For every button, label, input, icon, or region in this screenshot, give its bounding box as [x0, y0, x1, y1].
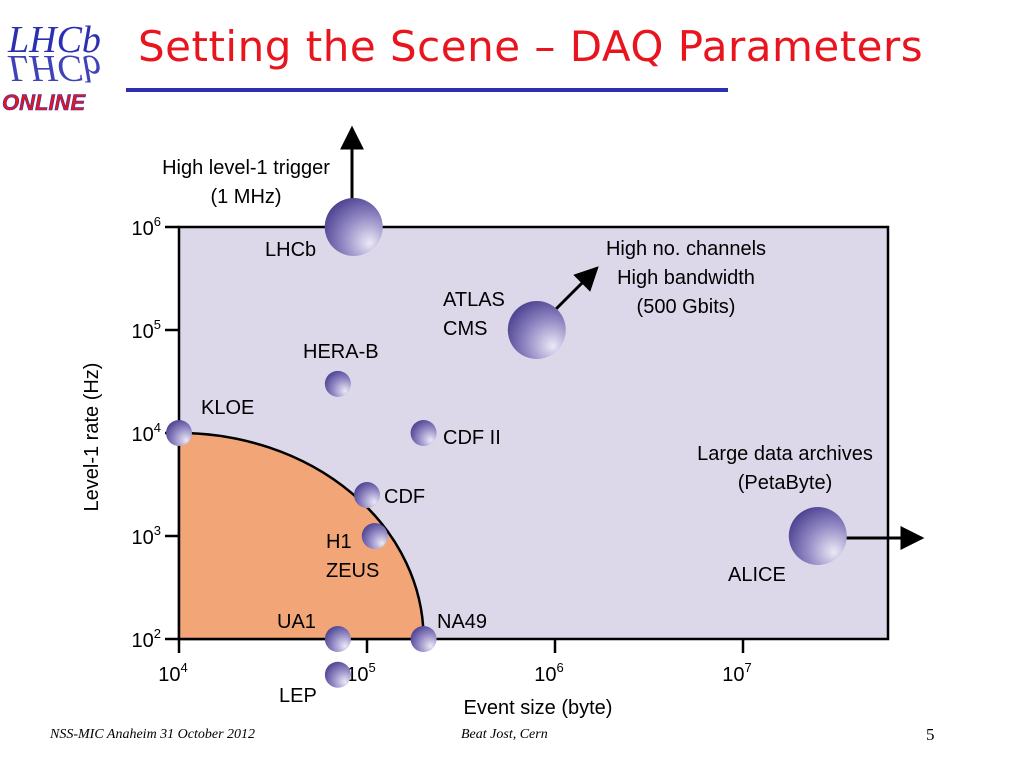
- annotation-lhcb: LHCb: [265, 239, 316, 261]
- logo-text-bottom: ONLINE: [2, 90, 86, 114]
- annotation-cdf2: CDF II: [443, 427, 501, 449]
- annotation-archives: Large data archives(PetaByte): [697, 443, 873, 494]
- footer-conference: NSS-MIC Anaheim 31 October 2012: [50, 727, 256, 742]
- footer-author: Beat Jost, Cern: [461, 727, 548, 742]
- y-tick-label: 103: [132, 523, 161, 549]
- y-tick-label: 106: [132, 214, 161, 240]
- point-kloe: [166, 420, 192, 446]
- point-na49: [410, 626, 437, 652]
- logo-text-mirrored: LHCb: [7, 47, 101, 89]
- slide-title: Setting the Scene – DAQ Parameters: [138, 22, 924, 71]
- annotation-kloe: KLOE: [201, 397, 254, 419]
- point-lep: [324, 661, 351, 688]
- point-cdf: [354, 482, 380, 509]
- point-hera-b: [324, 370, 351, 397]
- point-ua1: [324, 626, 351, 652]
- low-rate-region: [177, 431, 425, 641]
- arrow-up-right-bandwidth: [553, 266, 599, 312]
- annotation-na49: NA49: [437, 611, 487, 633]
- logo-text-top: LHCb: [7, 19, 101, 61]
- point-alice: [788, 507, 847, 565]
- y-axis-label: Level-1 rate (Hz): [81, 363, 103, 512]
- annotation-alice: ALICE: [728, 564, 786, 586]
- lhcb-online-logo: LHCb LHCb ONLINE: [0, 0, 124, 114]
- annotation-cdf: CDF: [384, 486, 425, 508]
- page-number: 5: [926, 725, 935, 744]
- x-tick-label: 106: [534, 660, 563, 686]
- title-underline: [126, 88, 728, 92]
- point-lhcb: [324, 198, 383, 256]
- y-tick-label: 104: [132, 420, 161, 446]
- point-cdf-ii: [410, 420, 437, 446]
- point-h1-zeus: [361, 523, 388, 549]
- x-tick-label: 104: [158, 660, 187, 686]
- annotation-trigger: High level-1 trigger(1 MHz): [162, 157, 330, 208]
- annotation-herab: HERA-B: [303, 341, 379, 363]
- x-tick-label: 105: [346, 660, 375, 686]
- annotation-lep: LEP: [279, 685, 317, 707]
- y-tick-label: 102: [132, 626, 161, 652]
- annotation-ua1: UA1: [277, 611, 316, 633]
- x-axis-label: Event size (byte): [464, 697, 613, 719]
- point-atlas-cms: [507, 301, 566, 359]
- x-tick-label: 107: [722, 660, 751, 686]
- y-tick-label: 105: [132, 317, 161, 343]
